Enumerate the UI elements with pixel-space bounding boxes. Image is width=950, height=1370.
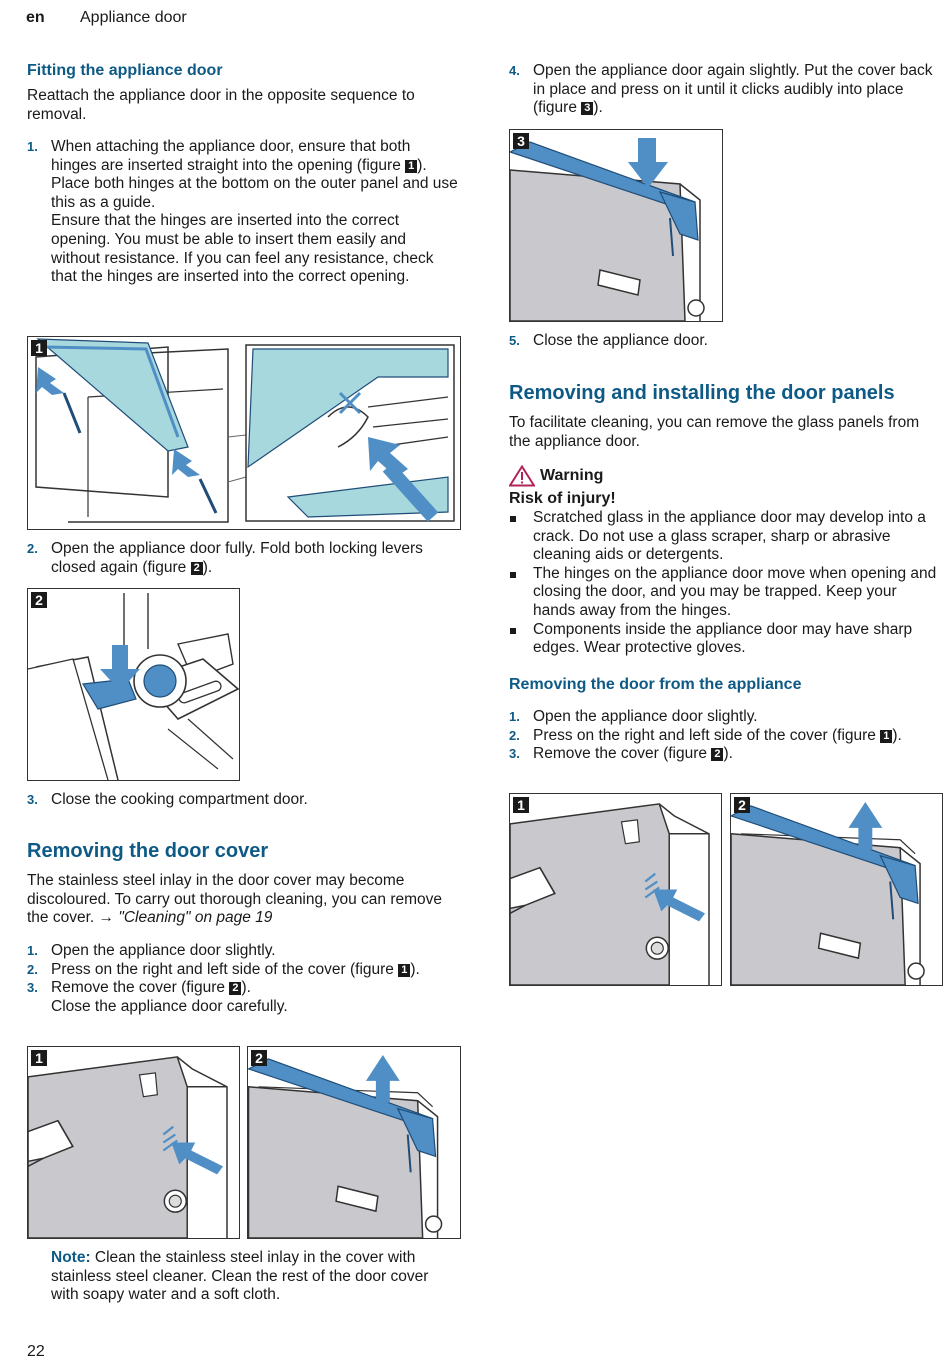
fitting-step-3: 3. Close the cooking compartment door. [27,791,459,810]
fitting-heading: Fitting the appliance door [27,62,223,79]
step-paragraph: Close the appliance door carefully. [51,997,288,1015]
figure-cover-lift: 2 [247,1046,461,1239]
cleaning-page-link[interactable]: "Cleaning" on page 19 [118,909,273,927]
step-text: Remove the cover (figure [533,745,712,763]
figure-ref-badge: 1 [398,963,411,977]
fitting-steps-cont: 2. Open the appliance door fully. Fold b… [27,540,459,577]
warning-bullets: Scratched glass in the appliance door ma… [509,509,939,658]
cover-step-1: 1. Open the appliance door slightly. [27,942,459,961]
step-text: Remove the cover (figure [51,979,230,997]
step-text-end: ). [410,960,420,978]
step-text-end: ). [202,558,213,576]
step-text-end: ). [417,156,427,174]
figure-ref-badge: 2 [190,561,203,575]
cover-step-2: 2. Press on the right and left side of t… [27,961,459,980]
step-paragraph: Ensure that the hinges are inserted into… [51,212,434,286]
step-number: 2. [27,541,38,556]
panels-heading: Removing and installing the door panels [509,382,895,404]
step-text: Close the appliance door. [533,332,708,349]
warning-bullet: The hinges on the appliance door move wh… [509,565,939,621]
step-number: 5. [509,333,520,348]
warning-label: Warning [540,466,604,484]
page-header-title: Appliance door [80,9,187,26]
step-number: 3. [27,980,38,996]
warning-triangle-icon [509,465,535,487]
step-text-end: ). [892,726,902,744]
step-text: Open the appliance door fully. Fold both… [51,540,423,576]
figure-hinge-insert: 1 [27,336,461,530]
step-text: Press on the right and left side of the … [533,726,881,744]
figure-ref-badge: 1 [405,159,418,173]
removing-heading: Removing the door from the appliance [509,676,802,693]
removing-step-3: 3. Remove the cover (figure 2). [509,745,939,764]
figure-ref-badge: 3 [581,102,594,116]
step-text: Close the cooking compartment door. [51,791,308,808]
bullet-text: The hinges on the appliance door move wh… [533,564,937,619]
cover-heading: Removing the door cover [27,840,269,862]
figure-badge: 2 [31,592,47,608]
step-text: When attaching the appliance door, ensur… [51,138,411,174]
removing-step-1: 1. Open the appliance door slightly. [509,708,939,727]
step-number: 4. [509,63,520,78]
warning-title: Warning [509,465,603,487]
step-number: 1. [509,709,520,724]
cover-step-4: 4. Open the appliance door again slightl… [509,62,939,118]
figure-badge: 2 [734,797,750,813]
figure-remove-press: 1 [509,793,722,986]
removing-steps: 1. Open the appliance door slightly. 2. … [509,708,939,764]
step-text-end: ). [241,979,251,997]
page-number: 22 [27,1343,45,1360]
figure-badge: 1 [31,340,47,356]
step-number: 2. [509,727,520,743]
step-number: 1. [27,943,38,958]
figure-badge: 1 [31,1050,47,1066]
bullet-text: Components inside the appliance door may… [533,620,913,657]
risk-text: Risk of injury! [509,490,616,507]
bullet-text: Scratched glass in the appliance door ma… [533,509,926,564]
step-text: Open the appliance door again slightly. … [533,62,933,117]
figure-remove-lift: 2 [730,793,943,986]
step-text: Press on the right and left side of the … [51,960,399,978]
fitting-intro: Reattach the appliance door in the oppos… [27,87,415,123]
fitting-step-2: 2. Open the appliance door fully. Fold b… [27,540,459,577]
figure-badge: 1 [513,797,529,813]
cover-intro: The stainless steel inlay in the door co… [27,872,459,928]
warning-bullet: Scratched glass in the appliance door ma… [509,509,939,565]
cover-steps: 1. Open the appliance door slightly. 2. … [27,942,459,1016]
cover-steps-right: 4. Open the appliance door again slightl… [509,62,939,118]
step-text-end: ). [723,745,733,763]
step-text: Open the appliance door slightly. [51,942,276,959]
figure-ref-badge: 1 [880,729,893,743]
step-number: 1. [27,139,38,154]
note-label: Note: [51,1249,91,1266]
cover-steps-right-end: 5. Close the appliance door. [509,332,939,351]
cover-step-5: 5. Close the appliance door. [509,332,939,351]
language-code: en [26,9,45,26]
figure-badge: 2 [251,1050,267,1066]
removing-step-2: 2. Press on the right and left side of t… [509,727,939,746]
cover-intro-text: The stainless steel inlay in the door co… [27,872,443,927]
panels-intro: To facilitate cleaning, you can remove t… [509,414,920,450]
figure-cover-press: 1 [27,1046,240,1239]
step-paragraph: Place both hinges at the bottom on the o… [51,175,458,211]
figure-badge: 3 [513,133,529,149]
step-text: Open the appliance door slightly. [533,708,758,725]
fitting-steps: 1. When attaching the appliance door, en… [27,138,459,287]
cover-step-3: 3. Remove the cover (figure 2). Close th… [27,979,459,1016]
step-number: 3. [27,792,38,807]
fitting-steps-end: 3. Close the cooking compartment door. [27,791,459,810]
xref-arrow-icon: → [98,909,115,927]
step-text-end: ). [593,99,603,117]
warning-bullet: Components inside the appliance door may… [509,621,939,658]
figure-ref-badge: 2 [711,748,724,762]
note: Note: Clean the stainless steel inlay in… [51,1249,459,1305]
step-number: 3. [509,746,520,762]
fitting-step-1: 1. When attaching the appliance door, en… [27,138,459,287]
figure-cover-clickin: 3 [509,129,723,322]
figure-ref-badge: 2 [229,982,242,996]
step-number: 2. [27,961,38,977]
note-text: Clean the stainless steel inlay in the c… [51,1249,429,1304]
figure-locking-lever: 2 [27,588,240,781]
